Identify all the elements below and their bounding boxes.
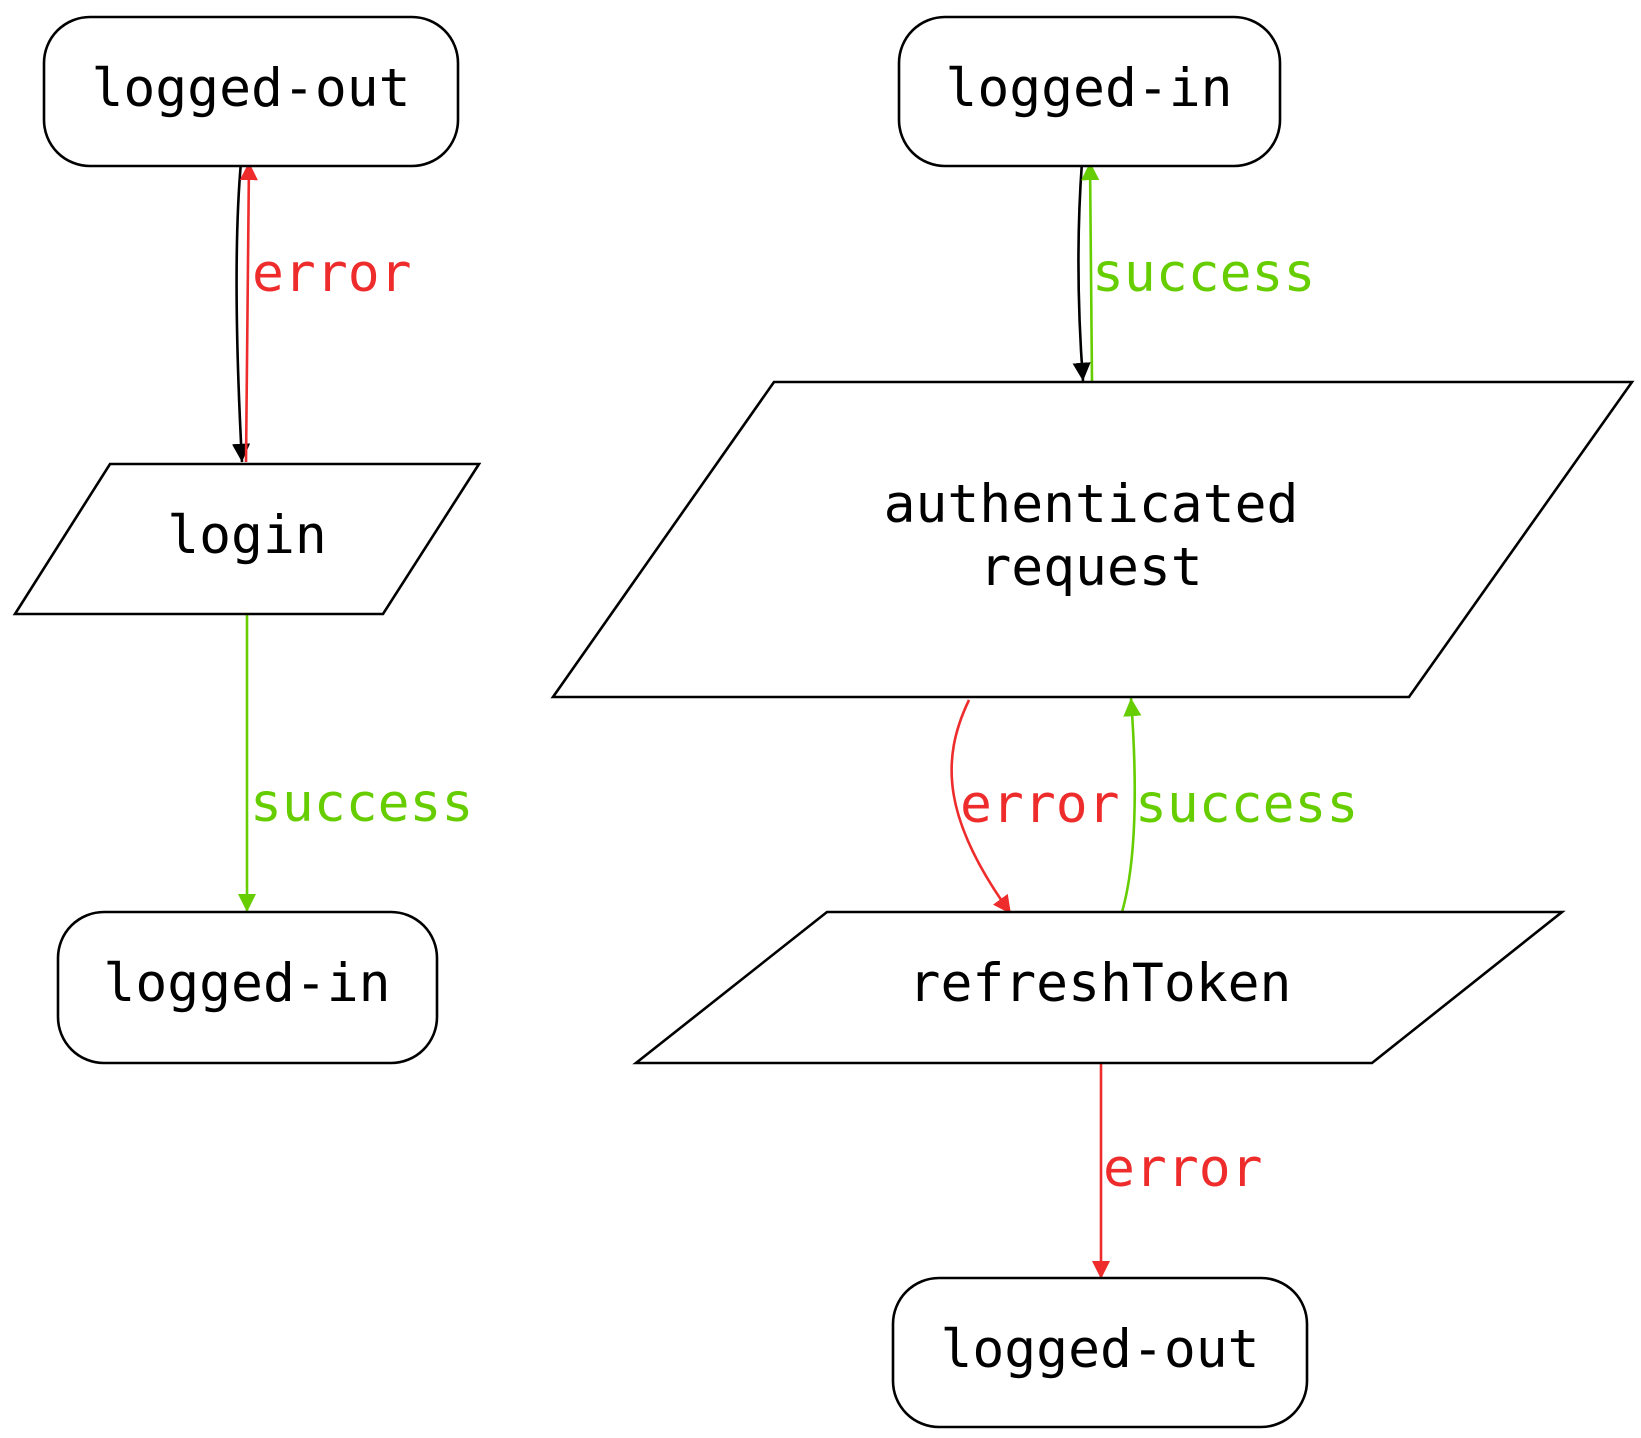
edge-authenticated-request-error xyxy=(950,699,1013,915)
node-authenticated-request: authenticated request xyxy=(550,380,1635,699)
edge-label-authenticated-request-success: success xyxy=(1092,243,1315,304)
edge-logged-in-to-authenticated-request xyxy=(1072,161,1091,382)
svg-text:logged-in: logged-in xyxy=(945,58,1232,119)
svg-text:logged-in: logged-in xyxy=(103,953,390,1014)
svg-text:refreshToken: refreshToken xyxy=(909,953,1292,1014)
edge-login-error xyxy=(239,161,258,463)
svg-text:login: login xyxy=(167,505,327,566)
node-refresh-token: refreshToken xyxy=(632,910,1566,1065)
node-logged-out-end: logged-out xyxy=(891,1276,1309,1429)
edge-label-login-success: success xyxy=(250,773,473,834)
node-logged-in-start: logged-in xyxy=(897,15,1282,168)
node-login: login xyxy=(12,462,482,616)
edge-label-refresh-token-error: error xyxy=(1103,1138,1263,1199)
node-logged-in-end: logged-in xyxy=(56,910,439,1065)
edge-label-authenticated-request-error: error xyxy=(960,774,1120,835)
edge-label-refresh-token-success: success xyxy=(1135,774,1358,835)
edge-label-login-error: error xyxy=(252,243,412,304)
edge-authenticated-request-success xyxy=(1081,161,1100,382)
svg-text:logged-out: logged-out xyxy=(940,1319,1259,1380)
edge-logged-out-to-login xyxy=(231,161,251,463)
svg-text:logged-out: logged-out xyxy=(91,58,410,119)
edge-refresh-token-success xyxy=(1120,697,1142,913)
node-logged-out-start: logged-out xyxy=(42,15,460,168)
svg-text:request: request xyxy=(979,537,1202,598)
svg-text:authenticated: authenticated xyxy=(884,474,1299,535)
